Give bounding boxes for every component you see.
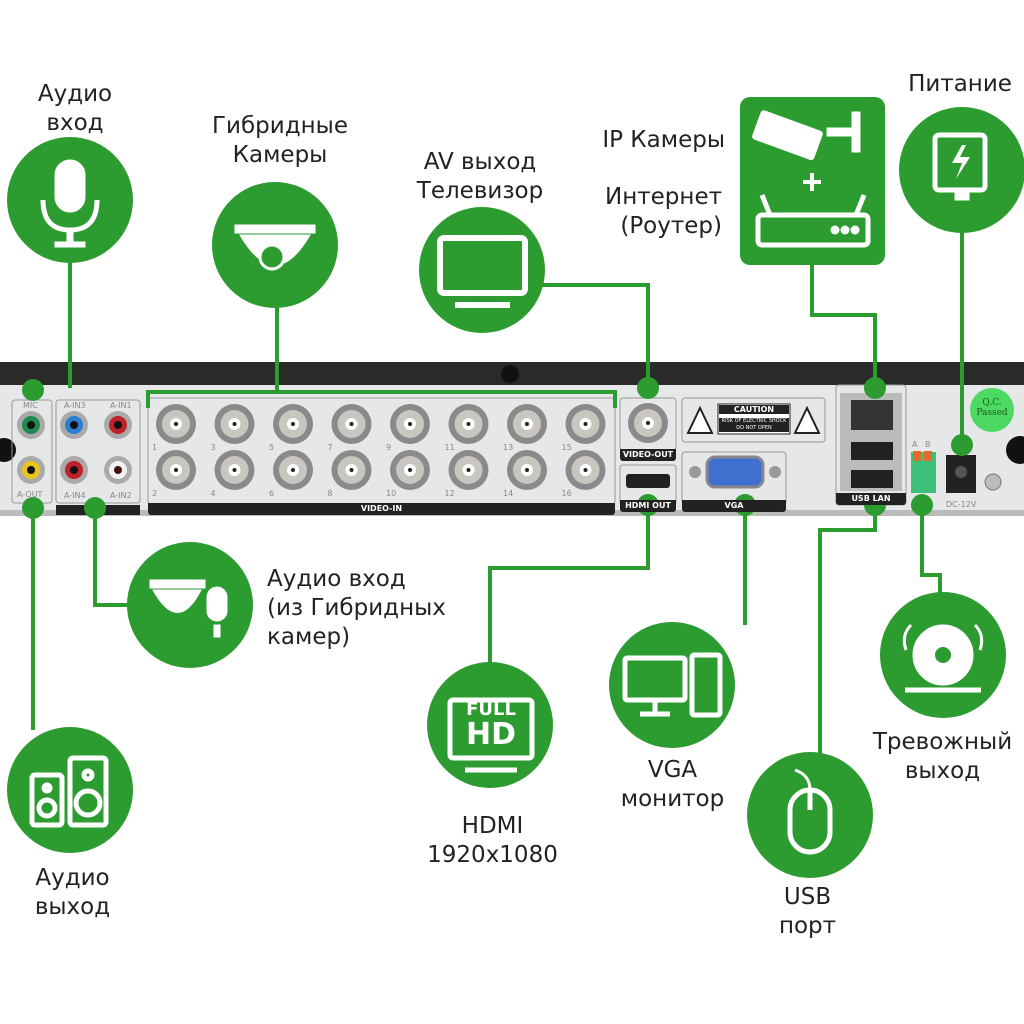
bnc-connector [448, 450, 489, 490]
panel-vga: VGA [682, 500, 786, 512]
vga-circle [609, 622, 735, 748]
computer-monitor-icon [622, 652, 723, 718]
bnc-connector [390, 450, 430, 490]
channel-number: 9 [386, 443, 392, 452]
panel-a-in1: A-IN1 [110, 401, 132, 410]
alarm-bell-icon [902, 623, 984, 693]
channel-number: 13 [503, 443, 514, 452]
bnc-connector [507, 450, 547, 490]
camera-microphone-icon [149, 579, 231, 638]
rca-jacks [17, 411, 132, 484]
bnc-connector [507, 404, 547, 444]
bnc-connector [331, 404, 372, 444]
bnc-connector [214, 404, 255, 444]
channel-number: 10 [386, 489, 397, 498]
bnc-connector [273, 450, 313, 490]
panel-a-out: A-OUT [17, 490, 43, 499]
panel-alarm-b: B [925, 440, 931, 449]
mouse-icon [787, 768, 833, 855]
bnc-connector [331, 450, 372, 490]
channel-number: 4 [210, 489, 216, 498]
usb-circle [747, 752, 873, 878]
panel-video-out: VIDEO-OUT [620, 449, 676, 461]
bnc-connector [156, 450, 196, 490]
bnc-connector [565, 450, 606, 490]
qc-passed-badge: Q.C.Passed [976, 398, 1008, 418]
channel-number: 6 [269, 489, 275, 498]
channel-number: 3 [210, 443, 216, 452]
power-adapter-icon [932, 132, 988, 201]
channel-number: 14 [503, 489, 514, 498]
panel-caution: CAUTION [719, 405, 789, 414]
channel-number: 1 [152, 443, 158, 452]
dvr-rear-panel [0, 362, 1024, 516]
router-icon [755, 194, 871, 248]
bnc-connector [273, 404, 313, 444]
bnc-connectors [156, 404, 606, 490]
label-power: Питание [908, 71, 1012, 97]
bnc-connector [390, 404, 430, 444]
microphone-icon [40, 159, 100, 248]
connection-lines [31, 230, 964, 755]
label-ip-cameras: IP Камеры [602, 127, 725, 153]
plus-icon [803, 173, 821, 191]
channel-number: 8 [327, 489, 333, 498]
channel-number: 7 [327, 443, 333, 452]
panel-dc: DC-12V [946, 500, 977, 509]
channel-number: 11 [444, 443, 455, 452]
full-hd-icon [447, 697, 535, 773]
panel-a-in2: A-IN2 [110, 491, 132, 500]
bnc-connector [156, 404, 196, 444]
bnc-connector [214, 450, 255, 490]
panel-a-in4: A-IN4 [64, 491, 86, 500]
panel-mic: MIC [23, 401, 38, 410]
channel-number: 5 [269, 443, 275, 452]
bnc-connector [565, 404, 606, 444]
panel-alarm-a: A [912, 440, 918, 449]
speakers-icon [29, 755, 109, 828]
tv-icon [437, 235, 528, 308]
dome-camera-icon [234, 224, 316, 271]
channel-number: 2 [152, 489, 158, 498]
channel-number: 12 [444, 489, 455, 498]
channel-number: 15 [561, 443, 572, 452]
panel-hdmi-out: HDMI OUT [620, 500, 676, 512]
panel-video-in: VIDEO-IN [148, 503, 615, 515]
panel-a-in3: A-IN3 [64, 401, 86, 410]
label-internet: Интернет(Роутер) [605, 184, 722, 239]
panel-usb-lan: USB LAN [836, 493, 906, 505]
bnc-connector [448, 404, 489, 444]
channel-number: 16 [561, 489, 572, 498]
bullet-camera-icon [752, 110, 861, 161]
